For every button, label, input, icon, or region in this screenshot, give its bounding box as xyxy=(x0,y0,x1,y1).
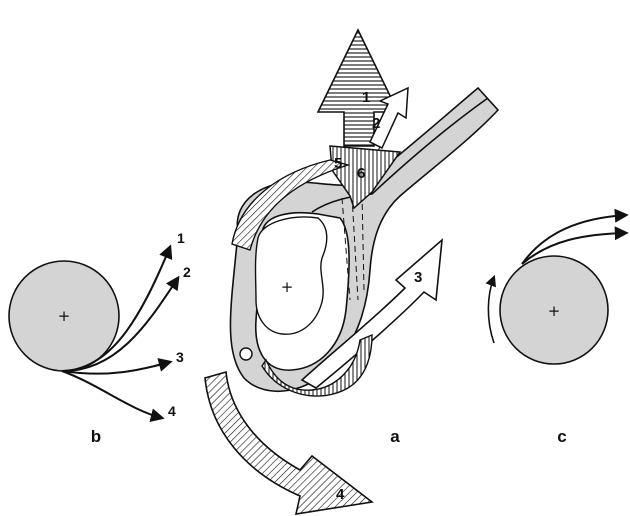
panel-a-arrow-label-5: 5 xyxy=(334,155,342,172)
panel-b-arrow-label-2: 2 xyxy=(183,264,191,280)
panel-a-arrow-4 xyxy=(205,372,372,514)
panel-a-arrow-label-1: 1 xyxy=(362,89,370,106)
panel-b-arrow-label-3: 3 xyxy=(176,349,184,365)
panel-c: + c xyxy=(488,215,626,446)
panel-a-small-circle xyxy=(240,348,252,360)
panel-a-arrow-label-4: 4 xyxy=(336,486,345,503)
panel-b-arrow-label-4: 4 xyxy=(168,403,176,419)
panel-a-arrow-label-6: 6 xyxy=(357,165,365,182)
panel-b-label: b xyxy=(91,427,101,446)
panel-a-arrow-label-2: 2 xyxy=(372,115,380,132)
panel-c-label: c xyxy=(557,427,566,446)
panel-b-arrow-4 xyxy=(62,371,162,418)
panel-c-center-mark: + xyxy=(548,302,561,320)
panel-a-arrow-label-3: 3 xyxy=(414,269,422,286)
panel-a-head xyxy=(256,217,327,334)
panel-c-rotation-arrow xyxy=(488,277,494,343)
panel-a: + 1 2 3 4 5 6 a xyxy=(205,30,498,514)
panel-a-label: a xyxy=(390,427,400,446)
panel-b-arrow-label-1: 1 xyxy=(177,230,185,246)
panel-a-center-mark: + xyxy=(281,278,294,296)
panel-b-center-mark: + xyxy=(58,307,71,325)
panel-b: + 1 2 3 4 b xyxy=(9,230,191,446)
